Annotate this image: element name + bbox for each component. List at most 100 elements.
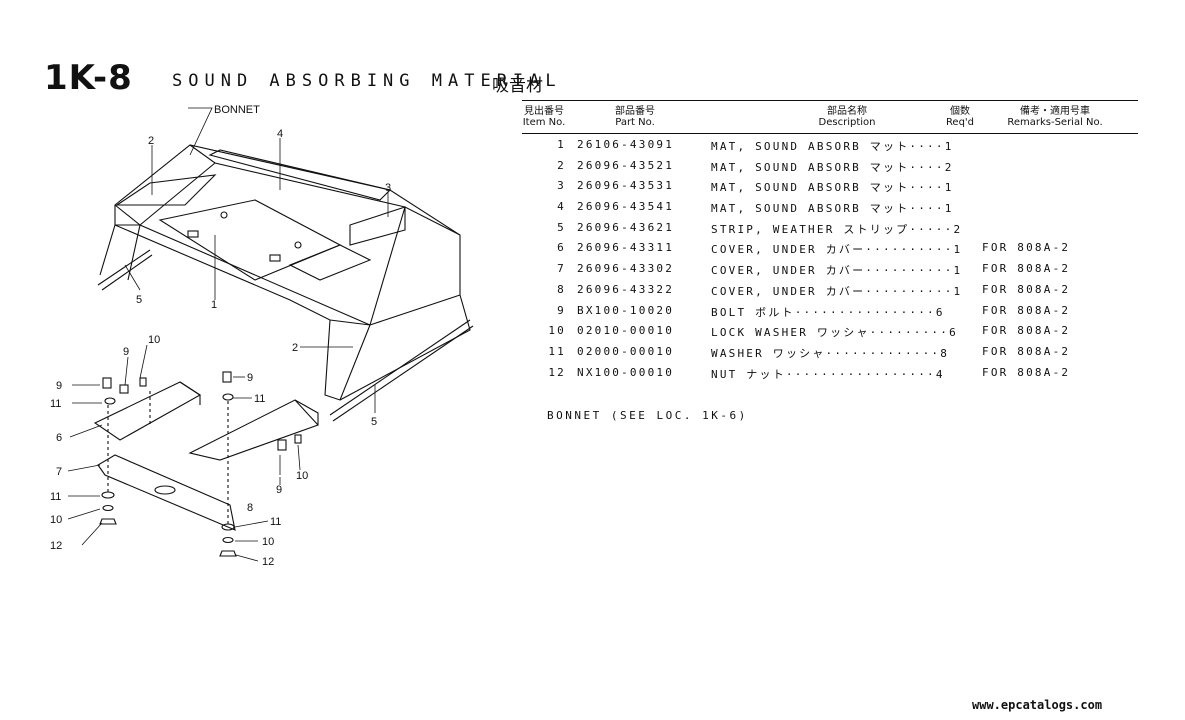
mat-2-top <box>115 174 217 206</box>
table-row: 3 26096-43531 MAT, SOUND ABSORB マット····1 <box>522 175 1138 196</box>
callout-6: 6 <box>56 432 62 444</box>
table-row: 8 26096-43322 COVER, UNDER カバー··········1 F… <box>522 279 1138 300</box>
table-row: 11 02000-00010 WASHER ワッシャ·············8 FO… <box>522 341 1138 362</box>
part-number: BX100-10020 <box>577 303 675 317</box>
callout-11-bottom: 11 <box>50 491 61 503</box>
remarks: FOR 808A-2 <box>982 282 1071 296</box>
table-row: 9 BX100-10020 BOLT ボルト················6 FOR… <box>522 300 1138 321</box>
page-title: SOUND ABSORBING MATERIAL <box>172 71 562 91</box>
description: STRIP, WEATHER ストリップ·····2 <box>711 222 963 236</box>
item-number: 7 <box>557 262 566 276</box>
remarks: FOR 808A-2 <box>982 241 1071 255</box>
part-number: 26096-43311 <box>577 241 675 255</box>
description: MAT, SOUND ABSORB マット····1 <box>711 202 954 216</box>
description: NUT ナット·················4 <box>711 367 945 381</box>
description: COVER, UNDER カバー··········1 <box>711 264 963 278</box>
part-number: 26096-43621 <box>577 220 675 234</box>
part-number: 26096-43302 <box>577 262 675 276</box>
callout-5-left: 5 <box>136 294 142 306</box>
description: COVER, UNDER カバー··········1 <box>711 284 963 298</box>
description: COVER, UNDER カバー··········1 <box>711 243 963 257</box>
table-row: 4 26096-43541 MAT, SOUND ABSORB マット····1 <box>522 196 1138 217</box>
description: MAT, SOUND ABSORB マット····1 <box>711 181 954 195</box>
table-row: 12 NX100-00010 NUT ナット·················4 FO… <box>522 362 1138 383</box>
page-title-jp: 吸音材 <box>492 76 543 96</box>
callout-12-right: 12 <box>262 556 274 568</box>
callout-1: 1 <box>211 299 217 311</box>
page-code: 1K-8 <box>44 58 133 98</box>
part-number: 26096-43531 <box>577 179 675 193</box>
item-number: 2 <box>557 158 566 172</box>
part-number: 26096-43322 <box>577 282 675 296</box>
description: WASHER ワッシャ·············8 <box>711 346 950 360</box>
remarks: FOR 808A-2 <box>982 324 1071 338</box>
item-number: 1 <box>557 138 566 151</box>
cover-7 <box>97 454 236 531</box>
remarks: FOR 808A-2 <box>982 365 1071 379</box>
bonnet-outline <box>114 144 461 326</box>
part-number: 02010-00010 <box>577 324 675 338</box>
callout-4: 4 <box>277 128 283 140</box>
part-number: 02000-00010 <box>577 344 675 358</box>
part-number: NX100-00010 <box>577 365 675 379</box>
callout-9-left: 9 <box>56 380 62 392</box>
remarks: FOR 808A-2 <box>982 303 1071 317</box>
item-number: 9 <box>557 303 566 317</box>
table-row: 7 26096-43302 COVER, UNDER カバー··········1 F… <box>522 258 1138 279</box>
callout-9-top: 9 <box>123 346 129 358</box>
callout-10-bottom: 10 <box>50 514 62 526</box>
mat-1 <box>158 199 342 281</box>
mat-3 <box>349 206 406 246</box>
callout-10-lower: 10 <box>296 470 308 482</box>
item-number: 6 <box>557 241 566 255</box>
parts-diagram: BONNET 2 4 3 5 1 2 5 10 9 9 11 6 7 11 10… <box>50 104 474 568</box>
callout-11-left: 11 <box>50 398 61 410</box>
description: MAT, SOUND ABSORB マット····2 <box>711 160 954 174</box>
part-number: 26096-43541 <box>577 200 675 214</box>
callout-8: 8 <box>247 502 253 514</box>
callout-9-mid: 9 <box>247 372 253 384</box>
callout-5-right: 5 <box>371 416 377 428</box>
callout-11-mid: 11 <box>254 393 265 405</box>
callout-11-right: 11 <box>270 516 281 528</box>
item-number: 12 <box>548 365 566 379</box>
item-number: 11 <box>548 344 566 358</box>
callout-2-lower: 2 <box>292 342 298 354</box>
callout-3: 3 <box>385 182 391 194</box>
remarks: FOR 808A-2 <box>982 344 1071 358</box>
weather-strip-left <box>97 249 153 291</box>
description: BOLT ボルト················6 <box>711 305 945 319</box>
remarks: FOR 808A-2 <box>982 262 1071 276</box>
table-row: 5 26096-43621 STRIP, WEATHER ストリップ·····2 <box>522 217 1138 238</box>
item-number: 5 <box>557 220 566 234</box>
item-number: 3 <box>557 179 566 193</box>
weather-strip-right <box>329 319 474 422</box>
label-bonnet: BONNET <box>214 104 260 116</box>
callout-10-top: 10 <box>148 334 160 346</box>
site-url[interactable]: www.epcatalogs.com <box>972 698 1103 712</box>
mat-4 <box>208 149 392 201</box>
cover-6 <box>93 381 202 441</box>
table-row: 1 26106-43091 MAT, SOUND ABSORB マット····1 <box>522 134 1138 155</box>
callout-7: 7 <box>56 466 62 478</box>
callout-9-lower: 9 <box>276 484 282 496</box>
description: LOCK WASHER ワッシャ·········6 <box>711 326 958 340</box>
item-number: 4 <box>557 200 566 214</box>
callout-2: 2 <box>148 135 154 147</box>
table-row: 10 02010-00010 LOCK WASHER ワッシャ·········6 F… <box>522 320 1138 341</box>
table-row: 6 26096-43311 COVER, UNDER カバー··········1 F… <box>522 237 1138 258</box>
table-row: 2 26096-43521 MAT, SOUND ABSORB マット····2 <box>522 155 1138 176</box>
part-number: 26106-43091 <box>577 138 675 151</box>
item-number: 8 <box>557 282 566 296</box>
part-number: 26096-43521 <box>577 158 675 172</box>
description: MAT, SOUND ABSORB マット····1 <box>711 140 954 153</box>
item-number: 10 <box>548 324 566 338</box>
